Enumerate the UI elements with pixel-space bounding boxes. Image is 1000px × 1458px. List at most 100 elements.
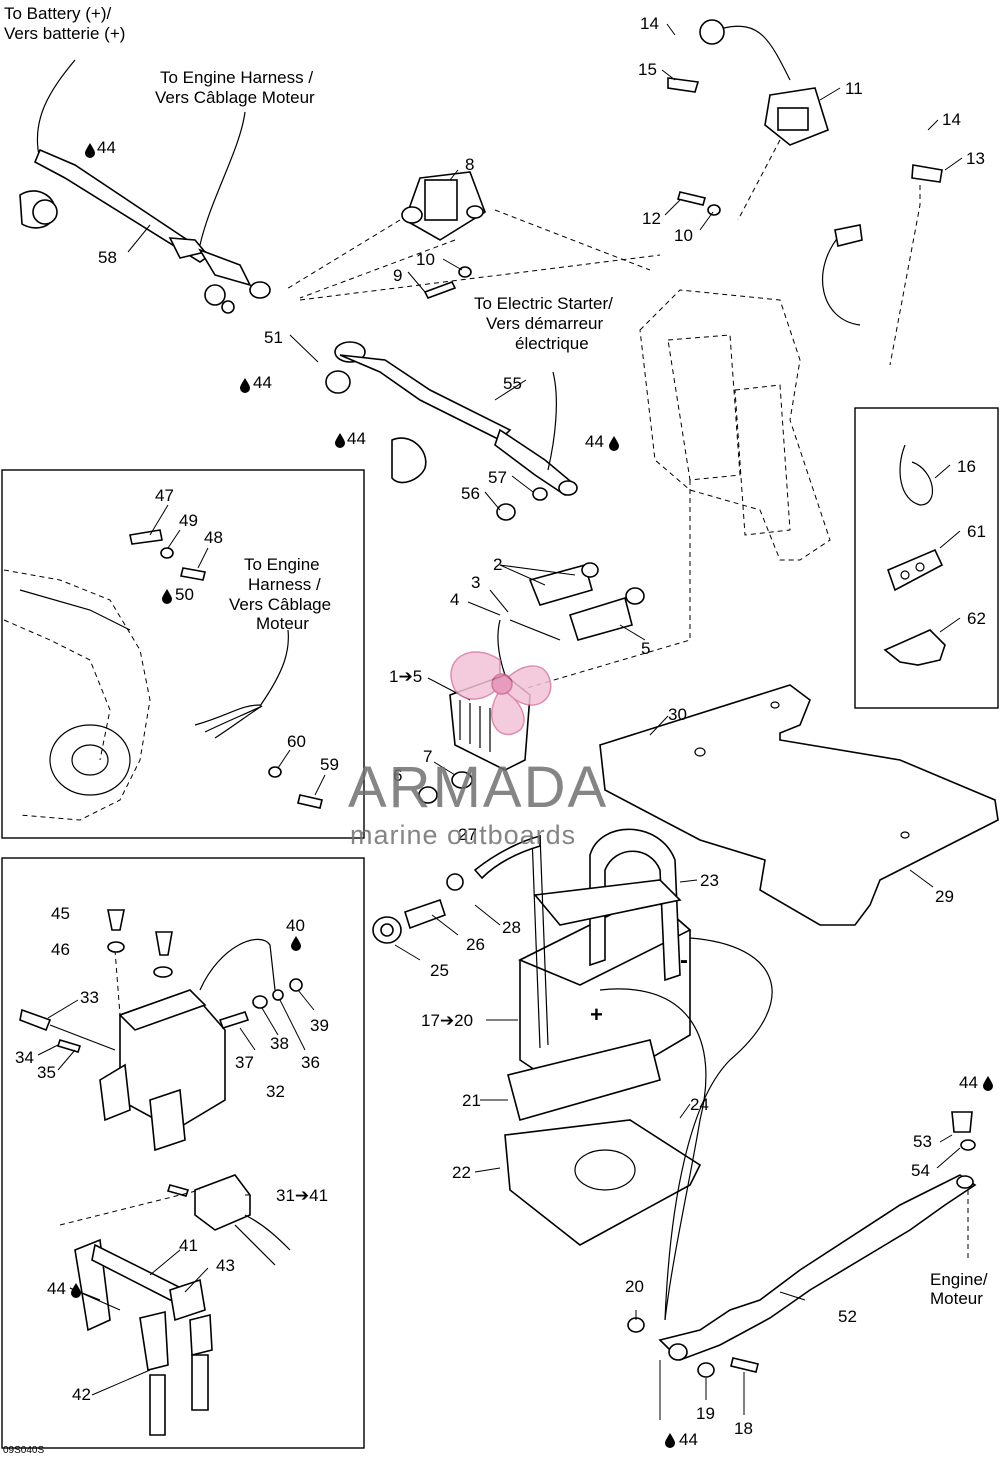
callout-line: To Electric Starter/	[474, 294, 613, 313]
lubricant-drop-icon	[335, 433, 345, 448]
lubricant-label: 40	[286, 916, 305, 935]
lubricant-labels: 44 44 44 44 44 44 44 50 40	[47, 138, 978, 1449]
part-label: 46	[51, 940, 70, 959]
part-label: 58	[98, 248, 117, 267]
part-label: 42	[72, 1385, 91, 1404]
part-label: 49	[179, 511, 198, 530]
hardware-36-40	[218, 978, 303, 1029]
part-label: 8	[465, 155, 474, 174]
part-label: 54	[911, 1161, 930, 1180]
lubricant-label: 44	[679, 1430, 698, 1449]
part-label: 33	[80, 988, 99, 1007]
mounting-plate	[299, 185, 921, 691]
vent-fitting-25-26-28	[372, 873, 464, 944]
callout-line: To Engine Harness /	[160, 68, 313, 87]
inset-box-bottom-left	[1, 857, 365, 1449]
callout-line: Vers démarreur	[486, 314, 603, 333]
connectors-2-5	[509, 562, 645, 641]
part-label: 43	[216, 1256, 235, 1275]
part-label: 20	[625, 1277, 644, 1296]
part-label: 55	[503, 374, 522, 393]
callout-line: To Engine	[244, 555, 320, 574]
battery-positive-symbol: +	[590, 1002, 603, 1027]
lubricant-drop-icon	[983, 1076, 993, 1091]
part-label: 11	[845, 79, 863, 98]
support-plate-29	[599, 684, 999, 926]
part-label: 48	[204, 528, 223, 547]
part-label: 51	[264, 328, 283, 347]
part-label: 26	[466, 935, 485, 954]
nut-6-washer-7	[418, 771, 473, 804]
part-label: 15	[638, 60, 657, 79]
lubricant-label: 44	[347, 429, 366, 448]
lubricant-label: 44	[253, 373, 272, 392]
washer-45-46	[107, 909, 173, 978]
callout-line: Engine/	[930, 1270, 988, 1289]
part-label: 35	[37, 1063, 56, 1082]
ignition-coil-32	[99, 938, 276, 1152]
lubricant-drop-icon	[71, 1283, 81, 1298]
part-label: 2	[493, 555, 502, 574]
washer-10	[458, 266, 472, 278]
part-label: 29	[935, 887, 954, 906]
part-label: 59	[320, 755, 339, 774]
callout-line: Vers batterie (+)	[4, 24, 125, 43]
watermark-brand: ARMADA	[348, 755, 608, 820]
engine-sketch	[3, 569, 151, 821]
part-label: 10	[416, 250, 435, 269]
callout-to-engine-harness-top: To Engine Harness / Vers Câblage Moteur	[155, 68, 315, 107]
part-label: 13	[966, 149, 985, 168]
lubricant-drop-icon	[291, 936, 301, 951]
callout-line: électrique	[515, 334, 589, 353]
part-labels: 14 15 11 14 13 12 10 8 10 9 58 51 55 57 …	[15, 14, 986, 1438]
part-label: 5	[641, 639, 650, 658]
lubricant-label: 44	[97, 138, 116, 157]
part-label: 22	[452, 1163, 471, 1182]
callout-engine-moteur: Engine/ Moteur	[930, 1270, 988, 1308]
callout-line: Vers Câblage Moteur	[155, 88, 315, 107]
part-label: 4	[450, 590, 459, 609]
watermark: ARMADA marine outboards	[348, 651, 608, 850]
part-label: 6	[393, 766, 402, 785]
battery	[504, 828, 702, 1246]
part-label: 60	[287, 732, 306, 751]
battery-cable-negative	[599, 937, 773, 1321]
elbow-boot	[391, 437, 427, 484]
inset-box-left	[1, 469, 365, 839]
part-label: 10	[674, 226, 693, 245]
harness-wires-60	[194, 629, 323, 809]
lubricant-label: 44	[47, 1279, 66, 1298]
lubricant-drop-icon	[162, 589, 172, 604]
part-label: 31➔41	[276, 1186, 328, 1205]
part-label: 12	[642, 209, 661, 228]
spark-plug-wires-41-42-43	[59, 1189, 213, 1436]
part-label: 47	[155, 486, 174, 505]
drawing-code: 09S040S	[3, 1445, 44, 1456]
positive-cable-58	[19, 59, 271, 314]
part-label: 39	[310, 1016, 329, 1035]
callout-line: Vers Câblage	[229, 595, 331, 614]
battery-negative-symbol: -	[680, 947, 688, 974]
part-label: 14	[942, 110, 961, 129]
watermark-tagline: marine outboards	[350, 820, 576, 850]
clip-13-wiring	[822, 164, 943, 326]
part-label: 52	[838, 1307, 857, 1326]
part-label: 21	[462, 1091, 481, 1110]
lubricant-label: 50	[175, 585, 194, 604]
part-label: 53	[913, 1132, 932, 1151]
part-label: 36	[301, 1053, 320, 1072]
part-label: 23	[700, 871, 719, 890]
callout-line: Harness /	[248, 575, 321, 594]
callout-to-electric-starter: To Electric Starter/ Vers démarreur élec…	[474, 294, 613, 353]
part-label: 1➔5	[389, 667, 422, 686]
part-label: 28	[502, 918, 521, 937]
coil-31-41	[166, 1174, 291, 1266]
part-label: 9	[393, 266, 402, 285]
part-label: 61	[967, 522, 986, 541]
tie-wrap-16	[899, 444, 934, 506]
part-label: 16	[957, 457, 976, 476]
part-label: 25	[430, 961, 449, 980]
part-label: 30	[668, 705, 687, 724]
lubricant-label: 44	[959, 1073, 978, 1092]
